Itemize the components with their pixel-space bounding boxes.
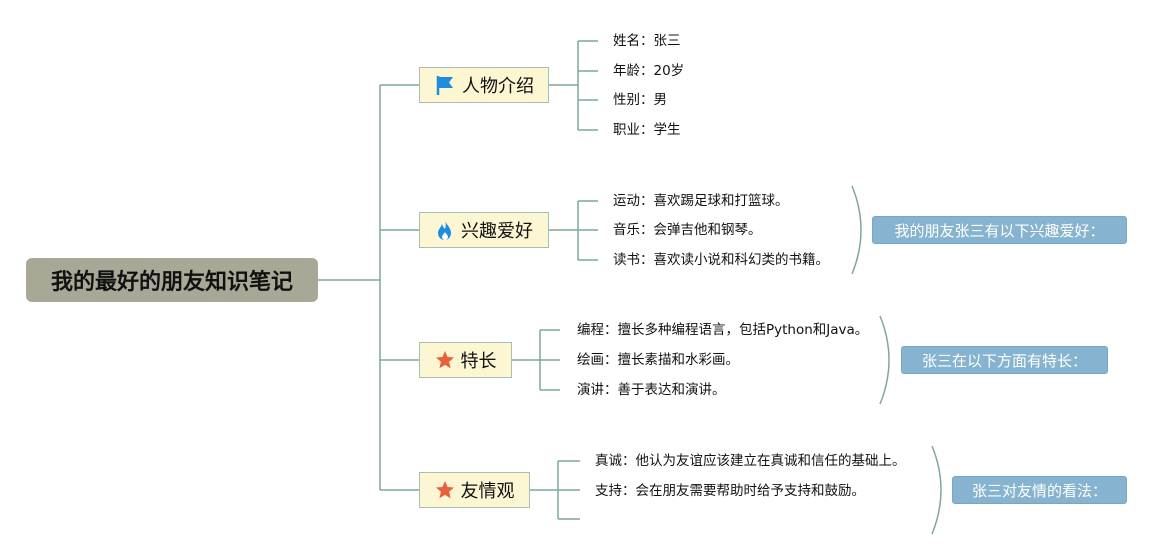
leaf-sports[interactable]: 运动：喜欢踢足球和打篮球。 [613, 193, 789, 209]
star-icon [435, 480, 455, 500]
flag-icon [434, 74, 456, 96]
summary-friendship[interactable]: 张三对友情的看法： [952, 476, 1127, 504]
branch-hobbies[interactable]: 兴趣爱好 [419, 212, 549, 248]
leaf-sincerity[interactable]: 真诚：他认为友谊应该建立在真诚和信任的基础上。 [595, 453, 906, 469]
summary-text: 张三在以下方面有特长： [921, 351, 1087, 370]
leaf-occupation[interactable]: 职业：学生 [613, 122, 681, 138]
leaf-music[interactable]: 音乐：会弹吉他和钢琴。 [613, 222, 762, 238]
star-icon [435, 350, 455, 370]
branch-friendship[interactable]: 友情观 [419, 472, 530, 508]
branch-title: 人物介绍 [462, 76, 534, 97]
summary-hobbies[interactable]: 我的朋友张三有以下兴趣爱好： [872, 216, 1127, 244]
leaf-reading[interactable]: 读书：喜欢读小说和科幻类的书籍。 [613, 252, 829, 268]
fire-icon [435, 219, 455, 241]
leaf-support[interactable]: 支持：会在朋友需要帮助时给予支持和鼓励。 [595, 483, 865, 499]
leaf-programming[interactable]: 编程：擅长多种编程语言，包括Python和Java。 [577, 322, 869, 338]
leaf-name[interactable]: 姓名：张三 [613, 33, 681, 49]
leaf-gender[interactable]: 性别：男 [613, 92, 667, 108]
leaf-painting[interactable]: 绘画：擅长素描和水彩画。 [577, 352, 739, 368]
leaf-speech[interactable]: 演讲：善于表达和演讲。 [577, 382, 726, 398]
branch-profile[interactable]: 人物介绍 [419, 67, 549, 103]
root-title: 我的最好的朋友知识笔记 [50, 270, 293, 295]
branch-title: 友情观 [460, 481, 515, 502]
summary-text: 张三对友情的看法： [971, 481, 1107, 500]
leaf-age[interactable]: 年龄：20岁 [613, 63, 685, 79]
branch-skills[interactable]: 特长 [419, 342, 512, 378]
summary-text: 我的朋友张三有以下兴趣爱好： [894, 221, 1105, 240]
root-topic[interactable]: 我的最好的朋友知识笔记 [26, 258, 318, 302]
branch-title: 兴趣爱好 [461, 221, 533, 242]
branch-title: 特长 [460, 351, 497, 372]
summary-skills[interactable]: 张三在以下方面有特长： [901, 346, 1108, 374]
